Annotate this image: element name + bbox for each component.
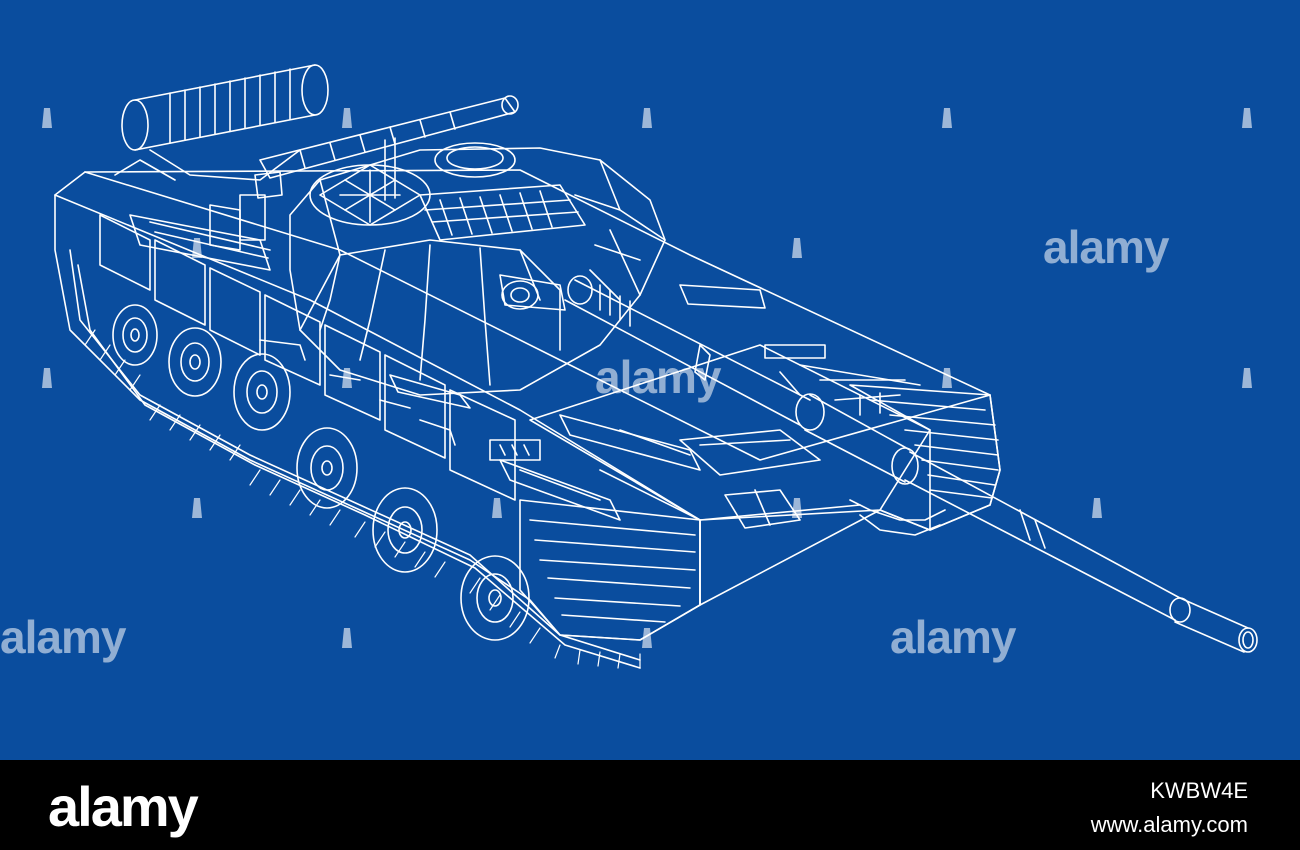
tank-wireframe-drawing bbox=[54, 64, 1258, 669]
alamy-logo[interactable]: alamy bbox=[48, 775, 199, 838]
site-url[interactable]: www.alamy.com bbox=[1090, 812, 1248, 837]
road-wheels bbox=[112, 304, 530, 641]
right-fender bbox=[849, 384, 1001, 531]
top-tube bbox=[259, 95, 519, 179]
stock-footer-bar: alamy KWBW4E www.alamy.com bbox=[0, 760, 1300, 850]
track bbox=[69, 249, 641, 661]
main-gun bbox=[564, 275, 1258, 653]
image-id: KWBW4E bbox=[1150, 778, 1248, 803]
watermark: alamy bbox=[1043, 221, 1169, 273]
blueprint-canvas: alamy alamy alamy alamy bbox=[0, 64, 1258, 669]
watermark: alamy bbox=[595, 351, 721, 403]
rear-drum bbox=[121, 64, 329, 151]
hull-outline bbox=[54, 169, 1001, 641]
watermark: alamy bbox=[890, 611, 1016, 663]
turret bbox=[289, 142, 666, 396]
watermark: alamy bbox=[0, 611, 126, 663]
left-fender bbox=[519, 499, 701, 641]
